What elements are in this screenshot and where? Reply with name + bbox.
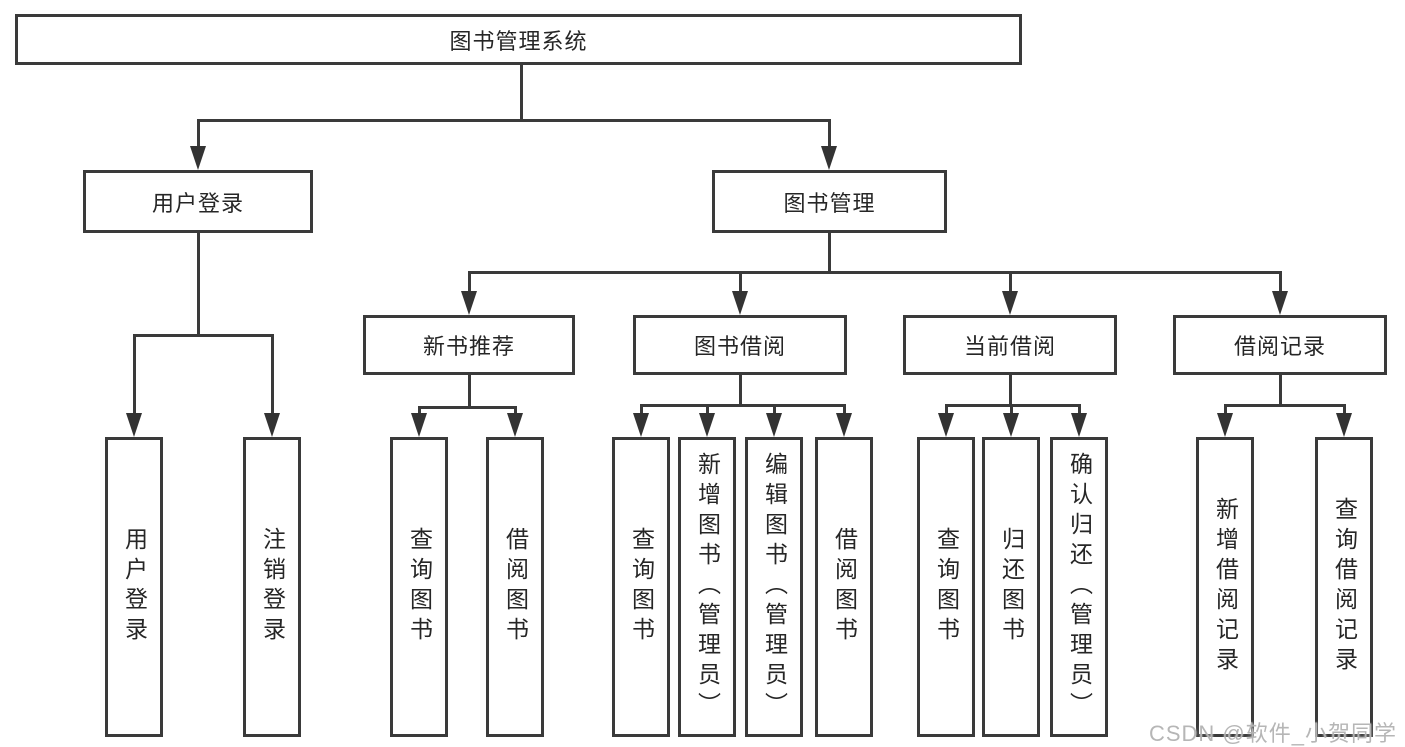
node-label: 新增图书（管理员）: [694, 452, 721, 722]
node-book-borrowing: 图书借阅: [633, 315, 847, 375]
node-label: 用户登录: [121, 527, 148, 647]
node-label: 新书推荐: [422, 334, 515, 359]
node-label: 确认归还（管理员）: [1066, 452, 1093, 722]
connector-line: [132, 335, 136, 421]
node-user-login-group: 用户登录: [83, 170, 313, 233]
connector-line: [132, 333, 274, 337]
watermark: CSDN @软件_小贺同学: [1148, 721, 1397, 746]
node-label: 借阅记录: [1233, 334, 1326, 359]
arrow-down-icon: [1336, 413, 1352, 437]
arrow-down-icon: [821, 146, 837, 170]
arrow-down-icon: [507, 413, 523, 437]
connector-line: [738, 272, 742, 297]
connector-line: [467, 272, 471, 297]
connector-line: [1278, 375, 1282, 406]
connector-line: [196, 120, 200, 152]
node-leaf-add-books-admin: 新增图书（管理员）: [678, 437, 736, 737]
node-label: 编辑图书（管理员）: [761, 452, 788, 722]
arrow-down-icon: [766, 413, 782, 437]
node-leaf-edit-books-admin: 编辑图书（管理员）: [745, 437, 803, 737]
node-leaf-query-books-1: 查询图书: [390, 437, 448, 737]
connector-line: [1223, 403, 1346, 407]
connector-line: [1008, 272, 1012, 297]
arrow-down-icon: [1002, 291, 1018, 315]
node-label: 新增借阅记录: [1212, 497, 1239, 677]
arrow-down-icon: [264, 413, 280, 437]
connector-line: [270, 335, 274, 421]
arrow-down-icon: [699, 413, 715, 437]
node-label: 借阅图书: [502, 527, 529, 647]
node-leaf-borrow-books-1: 借阅图书: [486, 437, 544, 737]
arrow-down-icon: [190, 146, 206, 170]
node-label: 注销登录: [259, 527, 286, 647]
node-label: 查询借阅记录: [1331, 497, 1358, 677]
node-label: 借阅图书: [831, 527, 858, 647]
node-leaf-query-books-3: 查询图书: [917, 437, 975, 737]
connector-line: [827, 120, 831, 152]
node-book-management: 图书管理: [712, 170, 947, 233]
node-label: 用户登录: [151, 190, 244, 216]
node-leaf-user-login: 用户登录: [105, 437, 163, 737]
arrow-down-icon: [411, 413, 427, 437]
connector-line: [639, 403, 846, 407]
arrow-down-icon: [732, 291, 748, 315]
node-leaf-borrow-books-2: 借阅图书: [815, 437, 873, 737]
arrow-down-icon: [461, 291, 477, 315]
node-label: 查询图书: [933, 527, 960, 647]
connector-line: [196, 118, 831, 122]
node-leaf-query-borrow-record: 查询借阅记录: [1315, 437, 1373, 737]
node-leaf-return-books: 归还图书: [982, 437, 1040, 737]
connector-line: [467, 270, 1282, 274]
arrow-down-icon: [1071, 413, 1087, 437]
node-label: 图书借阅: [693, 334, 786, 359]
arrow-down-icon: [836, 413, 852, 437]
arrow-down-icon: [938, 413, 954, 437]
connector-line: [944, 403, 1081, 407]
connector-line: [827, 233, 831, 273]
arrow-down-icon: [1217, 413, 1233, 437]
connector-line: [417, 405, 517, 409]
node-current-borrowing: 当前借阅: [903, 315, 1117, 375]
node-label: 查询图书: [406, 527, 433, 647]
node-label: 图书管理: [783, 190, 876, 216]
connector-line: [1278, 272, 1282, 297]
connector-line: [196, 233, 200, 336]
arrow-down-icon: [633, 413, 649, 437]
node-borrowing-records: 借阅记录: [1173, 315, 1387, 375]
node-leaf-add-borrow-record: 新增借阅记录: [1196, 437, 1254, 737]
node-new-book-recommend: 新书推荐: [363, 315, 575, 375]
node-label: 查询图书: [628, 527, 655, 647]
node-library-management-system: 图书管理系统: [15, 14, 1022, 65]
connector-line: [738, 375, 742, 406]
node-leaf-query-books-2: 查询图书: [612, 437, 670, 737]
node-leaf-logout: 注销登录: [243, 437, 301, 737]
node-label: 图书管理系统: [449, 28, 588, 54]
node-label: 当前借阅: [963, 334, 1056, 359]
arrow-down-icon: [1272, 291, 1288, 315]
connector-line: [1008, 375, 1012, 406]
connector-line: [519, 65, 523, 120]
arrow-down-icon: [126, 413, 142, 437]
arrow-down-icon: [1003, 413, 1019, 437]
node-leaf-confirm-return-admin: 确认归还（管理员）: [1050, 437, 1108, 737]
node-label: 归还图书: [998, 527, 1025, 647]
connector-line: [467, 375, 471, 408]
